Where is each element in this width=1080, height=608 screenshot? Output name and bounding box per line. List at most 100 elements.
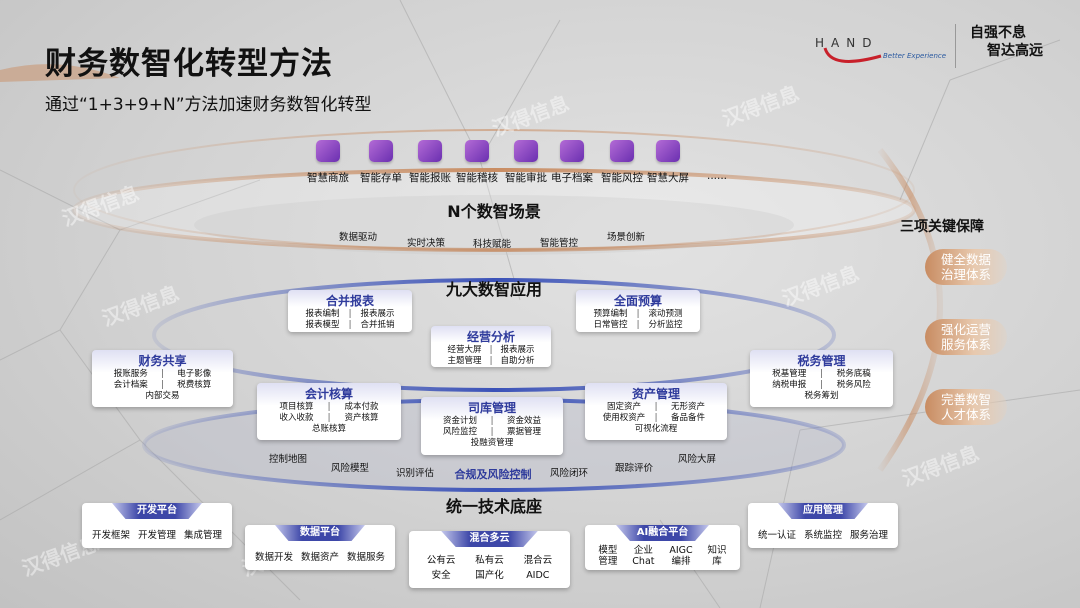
separator: | [327,413,331,423]
app-card-item: 滚动预测 [648,309,683,319]
slogan-line-2: 智达高远 [987,43,1043,59]
separator: | [327,402,331,412]
audit-icon[interactable] [465,140,489,162]
scenario-label: 智能报账 [409,172,451,184]
scenario-word: 智能管控 [539,238,579,249]
app-card-item: 报表展示 [360,309,395,319]
app-card[interactable]: 财务共享报账服务|电子影像会计档案|税费核算内部交易 [92,350,233,407]
platform-item: 统一认证 [757,530,796,541]
risk-word: 风险闭环 [549,468,589,479]
app-card-item: 税务筹划 [804,391,839,401]
risk-word: 风险大屏 [677,454,717,465]
logo: HAND Better Experience 自强不息 智达高远 [815,24,1075,68]
app-card-item: 自助分析 [500,356,535,366]
platform-item: 开发管理 [137,530,176,541]
platform-item: 数据资产 [300,552,339,563]
travel-icon[interactable] [316,140,340,162]
separator: | [161,380,164,390]
platform-item: 服务治理 [849,530,888,541]
app-card-item: 总账核算 [311,424,346,434]
app-card-item: 经营大屏 [447,345,482,355]
platform-card[interactable]: 开发平台开发框架开发管理集成管理 [82,503,232,548]
archive-icon[interactable] [560,140,584,162]
separator: | [654,402,658,412]
platform-title: 数据平台 [275,525,365,541]
app-card-item: 项目核算 [279,402,314,412]
app-card-item: 资金计划 [442,416,477,426]
scenario-label: 智能风控 [601,172,643,184]
app-card-title: 全面预算 [613,294,662,308]
app-card-item: 固定资产 [606,402,641,412]
shield-icon[interactable] [610,140,634,162]
separator: | [654,413,658,423]
platform-title: 混合多云 [441,531,538,547]
app-card-item: 资金效益 [506,416,541,426]
app-card-item: 投融资管理 [470,438,514,448]
screen-icon[interactable] [656,140,680,162]
separator: | [490,416,494,426]
risk-word: 控制地图 [268,454,308,465]
app-card[interactable]: 经营分析经营大屏|报表展示主题管理|自助分析 [431,326,551,367]
app-card[interactable]: 司库管理资金计划|资金效益风险监控|票据管理投融资管理 [421,397,563,455]
platform-item: 安全 [431,570,451,581]
page-title: 财务数智化转型方法 [45,46,333,82]
scenario-label: 智慧商旅 [307,172,349,184]
platform-item: 企业 Chat [632,545,655,567]
app-card-item: 可视化流程 [634,424,678,434]
app-card[interactable]: 全面预算预算编制|滚动预测日常管控|分析监控 [576,290,700,332]
scenario-word: 实时决策 [406,238,446,249]
pen-icon[interactable] [418,140,442,162]
risk-word: 识别评估 [395,468,435,479]
app-card-item: 日常管控 [593,320,628,330]
separator: | [820,369,823,379]
risk-word: 跟踪评价 [614,463,654,474]
book-icon[interactable] [369,140,393,162]
app-card[interactable]: 合并报表报表编制|报表展示报表模型|合并抵销 [288,290,412,332]
app-card-item: 备品备件 [670,413,705,423]
app-card-title: 资产管理 [631,387,680,401]
platform-item: 数据服务 [346,552,385,563]
platform-item: 国产化 [475,570,504,581]
app-card-title: 税务管理 [797,354,846,368]
scenario-word: 数据驱动 [338,232,378,243]
scenario-label: 智能存单 [360,172,402,184]
brand-name: HAND [815,36,879,50]
platform-item: 开发框架 [91,530,130,541]
app-card-item: 电子影像 [177,369,212,379]
app-card-item: 票据管理 [506,427,541,437]
separator: | [820,380,823,390]
app-card[interactable]: 资产管理固定资产|无形资产使用权资产|备品备件可视化流程 [585,383,727,440]
platform-card[interactable]: 数据平台数据开发数据资产数据服务 [245,525,395,570]
app-card-item: 税务风险 [836,380,871,390]
app-card-title: 合并报表 [325,294,374,308]
slogan-line-1: 自强不息 [970,25,1026,41]
hand-logo-swoosh-icon [823,47,882,63]
logo-divider [955,24,956,68]
app-card[interactable]: 税务管理税基管理|税务底稿纳税申报|税务风险税务筹划 [750,350,893,407]
app-card-item: 纳税申报 [772,380,807,390]
app-card-title: 司库管理 [467,401,516,415]
app-card-item: 主题管理 [447,356,482,366]
risk-heading: 合规及风险控制 [454,468,532,481]
app-card-item: 风险监控 [442,427,477,437]
separator: | [348,320,352,330]
app-card-item: 会计档案 [113,380,148,390]
platform-title: AI融合平台 [616,525,709,541]
app-card-item: 合并抵销 [360,320,395,330]
platform-card[interactable]: 应用管理统一认证系统监控服务治理 [748,503,898,548]
separator: | [161,369,164,379]
page-subtitle: 通过“1+3+9+N”方法加速财务数智化转型 [45,95,372,115]
scenario-more: ...... [706,170,728,182]
scenario-word: 科技赋能 [472,239,512,250]
app-card[interactable]: 会计核算项目核算|成本付款收入收款|资产核算总账核算 [257,383,401,440]
platform-title: 开发平台 [112,503,202,519]
scenario-label: 智能稽核 [456,172,498,184]
app-card-title: 会计核算 [304,387,353,401]
app-card-item: 税费核算 [177,380,212,390]
approval-icon[interactable] [514,140,538,162]
risk-word: 风险模型 [330,463,370,474]
app-card-item: 使用权资产 [602,413,646,423]
separator: | [348,309,352,319]
